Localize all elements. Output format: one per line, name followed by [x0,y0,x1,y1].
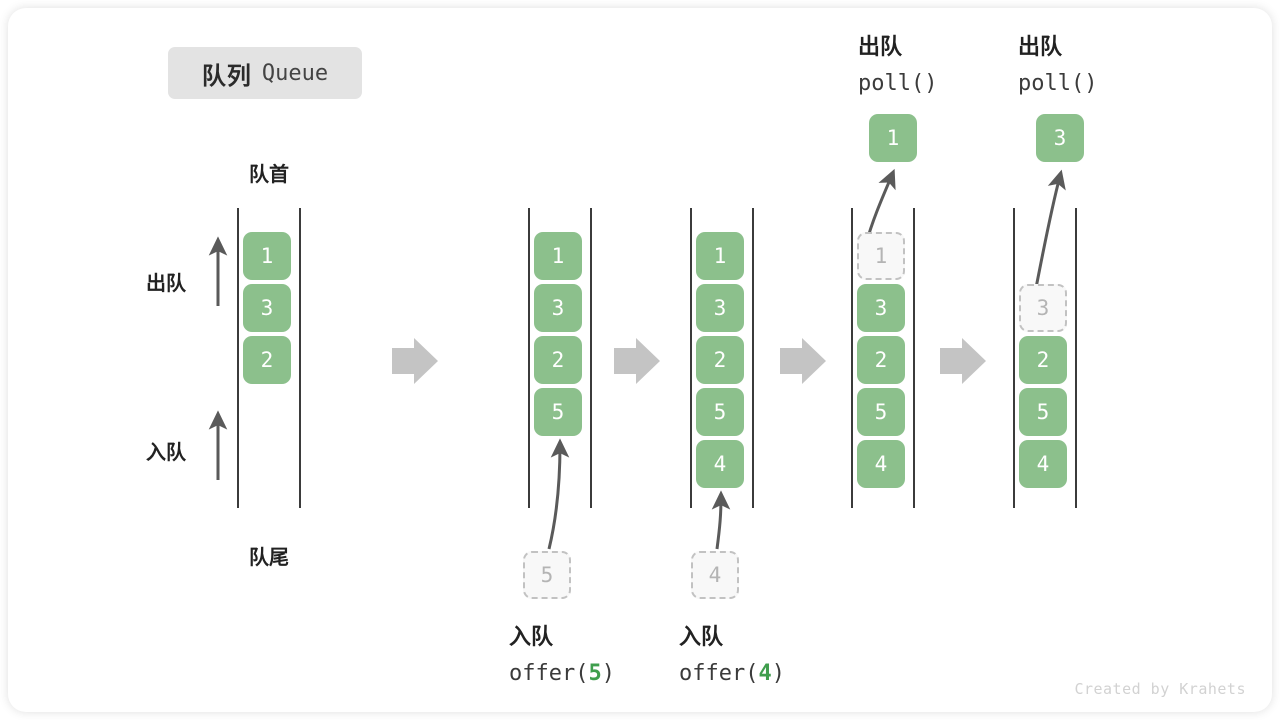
removed-ghost-element: 1 [857,232,905,280]
queue-element: 2 [1019,336,1067,384]
rail-left [528,208,530,508]
caption-label: 入队 [509,624,554,649]
rail-right [913,208,915,508]
caption-code: offer(4) [679,655,785,692]
caption-offer-5: 入队 offer(5) [509,618,615,692]
caption-label: 入队 [679,624,724,649]
queue-element: 2 [534,336,582,384]
code-suffix: ) [771,661,785,686]
popped-element: 1 [869,114,917,162]
rail-right [590,208,592,508]
queue-element: 3 [857,284,905,332]
popped-element: 3 [1036,114,1084,162]
label-queue-tail: 队尾 [249,547,289,569]
rail-left [690,208,692,508]
caption-poll-1: 出队 poll() [858,28,937,102]
queue-element: 2 [857,336,905,384]
rail-left [851,208,853,508]
rail-left [1013,208,1015,508]
rail-right [1075,208,1077,508]
caption-poll-3: 出队 poll() [1018,28,1097,102]
code-prefix: offer( [509,661,589,686]
transition-arrow-2 [614,338,660,384]
code-value: 4 [758,661,772,686]
queue-element-new: 4 [696,440,744,488]
queue-element: 3 [243,284,291,332]
queue-element: 2 [243,336,291,384]
queue-element: 1 [696,232,744,280]
caption-code: offer(5) [509,655,615,692]
queue-element: 1 [243,232,291,280]
incoming-ghost-element: 4 [691,551,739,599]
caption-label: 出队 [1018,34,1063,59]
caption-code: poll() [1018,71,1098,96]
poll-3-arrow [1032,169,1066,299]
transition-arrow-3 [780,338,826,384]
queue-element-new: 5 [534,388,582,436]
caption-code: poll() [858,71,938,96]
code-value: 5 [588,661,602,686]
queue-element: 4 [1019,440,1067,488]
title-chinese: 队列 [201,62,252,90]
queue-element: 5 [857,388,905,436]
transition-arrow-1 [392,338,438,384]
offer-5-arrow [547,438,570,550]
queue-element: 4 [857,440,905,488]
incoming-ghost-element: 5 [523,551,571,599]
label-dequeue-direction: 出队 [146,273,186,295]
rail-right [752,208,754,508]
label-enqueue-direction: 入队 [146,442,186,464]
caption-offer-4: 入队 offer(4) [679,618,785,692]
diagram-title-badge: 队列 Queue [168,47,362,99]
caption-label: 出队 [858,34,903,59]
transition-arrow-4 [940,338,986,384]
rail-right [299,208,301,508]
queue-element: 5 [696,388,744,436]
label-queue-head: 队首 [249,164,289,186]
queue-element: 3 [534,284,582,332]
title-english: Queue [261,60,329,86]
queue-element: 3 [696,284,744,332]
rail-left [237,208,239,508]
footer-credit: Created by Krahets [1074,680,1246,698]
removed-ghost-element: 3 [1019,284,1067,332]
queue-element: 1 [534,232,582,280]
offer-4-arrow [711,490,731,550]
queue-element: 5 [1019,388,1067,436]
code-suffix: ) [601,661,615,686]
code-prefix: offer( [679,661,759,686]
queue-element: 2 [696,336,744,384]
